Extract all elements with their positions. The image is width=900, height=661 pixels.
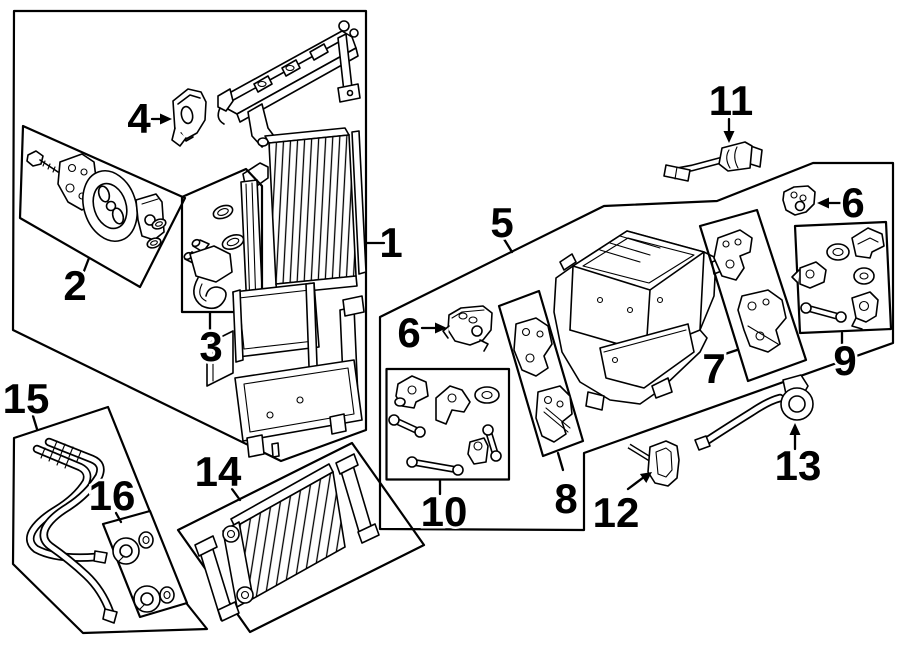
group-box-8 <box>497 289 585 458</box>
callout-4-label[interactable]: 4 <box>125 93 154 145</box>
callout-13-label[interactable]: 13 <box>772 440 824 492</box>
hvac-housing-drawing <box>553 230 725 411</box>
callout-6-right: 6 <box>817 177 867 229</box>
connector-part-11-drawing <box>663 141 763 182</box>
callout-13: 13 <box>772 423 824 492</box>
callout-9-label[interactable]: 9 <box>831 335 859 387</box>
callouts: 1 2 3 4 5 6 6 7 <box>0 75 867 539</box>
group-box-9 <box>791 220 893 335</box>
callout-8: 8 <box>552 451 580 525</box>
callout-11: 11 <box>706 75 756 143</box>
callout-10-label[interactable]: 10 <box>418 486 470 538</box>
group-box-10 <box>385 367 511 481</box>
heater-pipes-drawing <box>25 437 118 624</box>
callout-10: 10 <box>418 478 470 538</box>
mounting-frame-drawing <box>217 20 361 148</box>
group-box-7 <box>698 208 808 383</box>
callout-1: 1 <box>364 217 405 269</box>
callout-3-label[interactable]: 3 <box>197 321 225 373</box>
callout-6-right-label[interactable]: 6 <box>839 177 867 229</box>
group-box-5 <box>378 161 895 532</box>
bracket-part-6-left-drawing <box>442 305 493 352</box>
callout-6-left-label[interactable]: 6 <box>395 307 423 359</box>
bracket-part-6-right-drawing <box>782 185 816 216</box>
group-box-16 <box>101 509 189 619</box>
group-box-1 <box>11 9 368 463</box>
callout-8-label[interactable]: 8 <box>552 473 580 525</box>
callout-9: 9 <box>831 331 859 387</box>
callout-1-label[interactable]: 1 <box>377 217 405 269</box>
callout-3: 3 <box>197 311 225 373</box>
callout-7-label[interactable]: 7 <box>700 343 728 395</box>
callout-5: 5 <box>488 197 516 254</box>
callout-15: 15 <box>0 373 52 431</box>
heater-core-drawing <box>194 453 380 622</box>
callout-16: 16 <box>86 470 138 524</box>
group-box-2 <box>18 124 187 289</box>
blower-case-drawing <box>206 282 365 458</box>
group-box-14 <box>176 441 426 634</box>
callout-14: 14 <box>192 446 244 502</box>
callout-7: 7 <box>700 343 739 395</box>
bracket-part-4-drawing <box>171 88 207 147</box>
callout-5-label[interactable]: 5 <box>488 197 516 249</box>
callout-12: 12 <box>590 472 652 539</box>
evaporator-core-drawing <box>240 127 367 324</box>
group-box-3 <box>180 167 264 314</box>
callout-2: 2 <box>61 256 91 312</box>
callout-4: 4 <box>125 93 172 145</box>
clip-part-12-drawing <box>627 440 680 487</box>
hose-part-13-drawing <box>694 374 814 451</box>
callout-12-label[interactable]: 12 <box>590 487 642 539</box>
callout-2-label[interactable]: 2 <box>61 260 89 312</box>
group-box-15 <box>11 405 209 635</box>
callout-6-left: 6 <box>395 307 447 359</box>
callout-16-label[interactable]: 16 <box>86 470 138 522</box>
callout-14-label[interactable]: 14 <box>192 446 244 498</box>
callout-11-label[interactable]: 11 <box>706 75 755 127</box>
callout-15-label[interactable]: 15 <box>0 373 52 425</box>
